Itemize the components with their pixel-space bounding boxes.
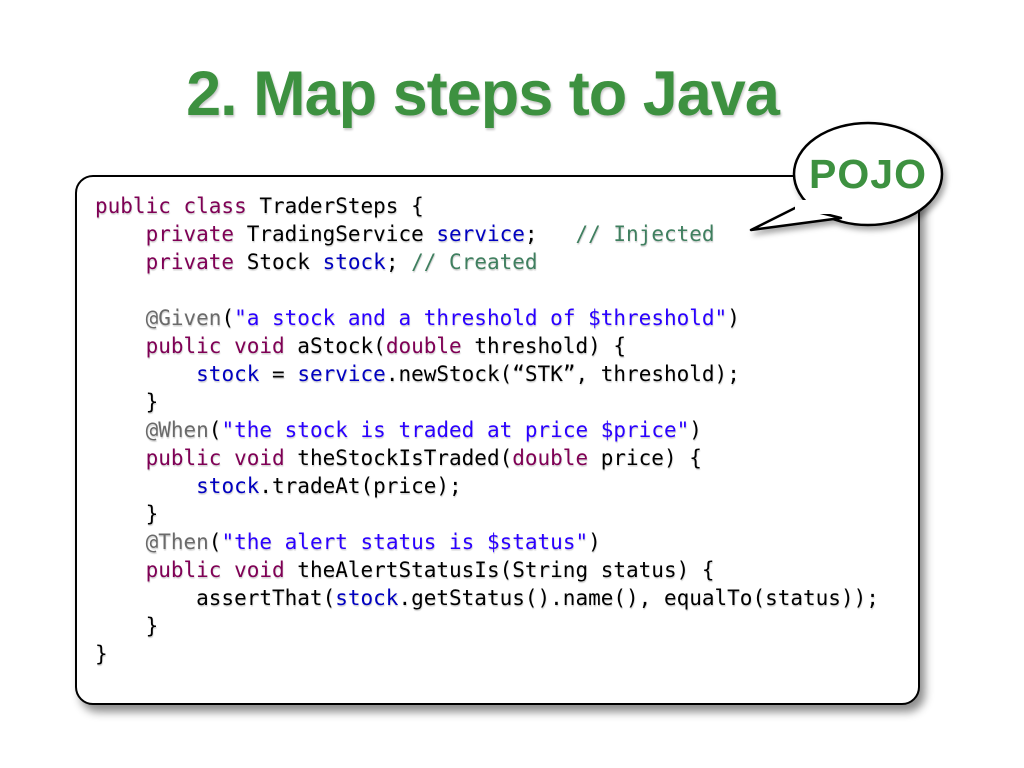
code-line: @Given("a stock and a threshold of $thre… — [95, 304, 918, 332]
code-line: public void theAlertStatusIs(String stat… — [95, 556, 918, 584]
speech-bubble-body — [792, 121, 944, 227]
code-token-def: } — [95, 614, 159, 638]
code-line: @Then("the alert status is $status") — [95, 528, 918, 556]
code-token-fld: stock — [196, 362, 260, 386]
code-token-kw: public void — [145, 334, 285, 358]
code-token-kw: public class — [95, 194, 247, 218]
code-token-def: ) — [588, 530, 601, 554]
code-token-def: .newStock(“STK”, threshold); — [385, 362, 740, 386]
code-line: stock.tradeAt(price); — [95, 472, 918, 500]
code-token-def: ( — [208, 530, 222, 554]
code-line: } — [95, 612, 918, 640]
code-token-def: aStock( — [284, 334, 386, 358]
code-line: } — [95, 640, 918, 668]
code-line: stock = service.newStock(“STK”, threshol… — [95, 360, 918, 388]
code-line: public void theStockIsTraded(double pric… — [95, 444, 918, 472]
code-token-def — [95, 306, 146, 330]
code-token-def: Stock — [234, 250, 323, 274]
code-token-def — [95, 362, 196, 386]
code-panel: public class TraderSteps { private Tradi… — [75, 175, 920, 705]
code-token-fld: service — [436, 222, 525, 246]
code-token-def — [95, 222, 146, 246]
code-token-fld: service — [297, 362, 386, 386]
code-lines: public class TraderSteps { private Tradi… — [77, 177, 918, 668]
pojo-label: POJO — [809, 151, 927, 197]
code-token-kw: double — [385, 334, 462, 358]
code-token-def — [95, 530, 146, 554]
code-token-com: // Created — [411, 250, 538, 274]
code-token-def: } — [95, 502, 159, 526]
code-token-kw: public void — [145, 446, 285, 470]
code-token-def: ) — [727, 306, 740, 330]
speech-bubble-tail-mask — [795, 200, 843, 214]
code-token-str: "a stock and a threshold of $threshold" — [234, 306, 728, 330]
code-token-kw: public void — [145, 558, 285, 582]
code-token-def: assertThat( — [95, 586, 336, 610]
slide-title: 2. Map steps to Java — [186, 59, 780, 129]
code-token-def: ) — [689, 418, 702, 442]
code-token-fld: stock — [196, 474, 260, 498]
code-token-str: "the alert status is $status" — [221, 530, 589, 554]
code-token-def: ( — [208, 418, 222, 442]
code-line: @When("the stock is traded at price $pri… — [95, 416, 918, 444]
code-token-def — [95, 250, 146, 274]
code-token-fld: stock — [322, 250, 386, 274]
code-line: private TradingService service; // Injec… — [95, 220, 918, 248]
code-token-def: .tradeAt(price); — [259, 474, 462, 498]
pojo-speech-bubble: POJO — [749, 121, 944, 232]
code-token-def: .getStatus().name(), equalTo(status)); — [398, 586, 879, 610]
code-token-def — [95, 334, 146, 358]
code-token-def: = — [259, 362, 298, 386]
code-line: public void aStock(double threshold) { — [95, 332, 918, 360]
code-token-def — [95, 418, 146, 442]
code-line: private Stock stock; // Created — [95, 248, 918, 276]
code-line — [95, 276, 918, 304]
code-token-def: TradingService — [234, 222, 437, 246]
code-token-def: threshold) { — [461, 334, 627, 358]
code-token-def: price) { — [588, 446, 702, 470]
code-token-def — [95, 474, 196, 498]
code-token-ann: @When — [145, 418, 209, 442]
code-token-def: } — [95, 642, 108, 666]
code-token-kw: double — [512, 446, 589, 470]
code-token-def: TraderSteps { — [246, 194, 424, 218]
code-token-fld: stock — [335, 586, 399, 610]
code-line: } — [95, 500, 918, 528]
code-token-def: theStockIsTraded( — [284, 446, 513, 470]
code-token-kw: private — [145, 250, 235, 274]
code-line: public class TraderSteps { — [95, 192, 918, 220]
code-token-def: } — [95, 390, 159, 414]
code-token-def: ( — [221, 306, 235, 330]
code-line: } — [95, 388, 918, 416]
code-token-def — [95, 558, 146, 582]
code-token-kw: private — [145, 222, 235, 246]
code-token-def: theAlertStatusIs(String status) { — [284, 558, 715, 582]
code-token-ann: @Given — [145, 306, 222, 330]
code-token-def: ; — [524, 222, 576, 246]
code-line: assertThat(stock.getStatus().name(), equ… — [95, 584, 918, 612]
code-token-ann: @Then — [145, 530, 209, 554]
code-token-com: // Injected — [575, 222, 715, 246]
code-token-def: ; — [385, 250, 412, 274]
code-token-def — [95, 446, 146, 470]
code-token-str: "the stock is traded at price $price" — [221, 418, 690, 442]
